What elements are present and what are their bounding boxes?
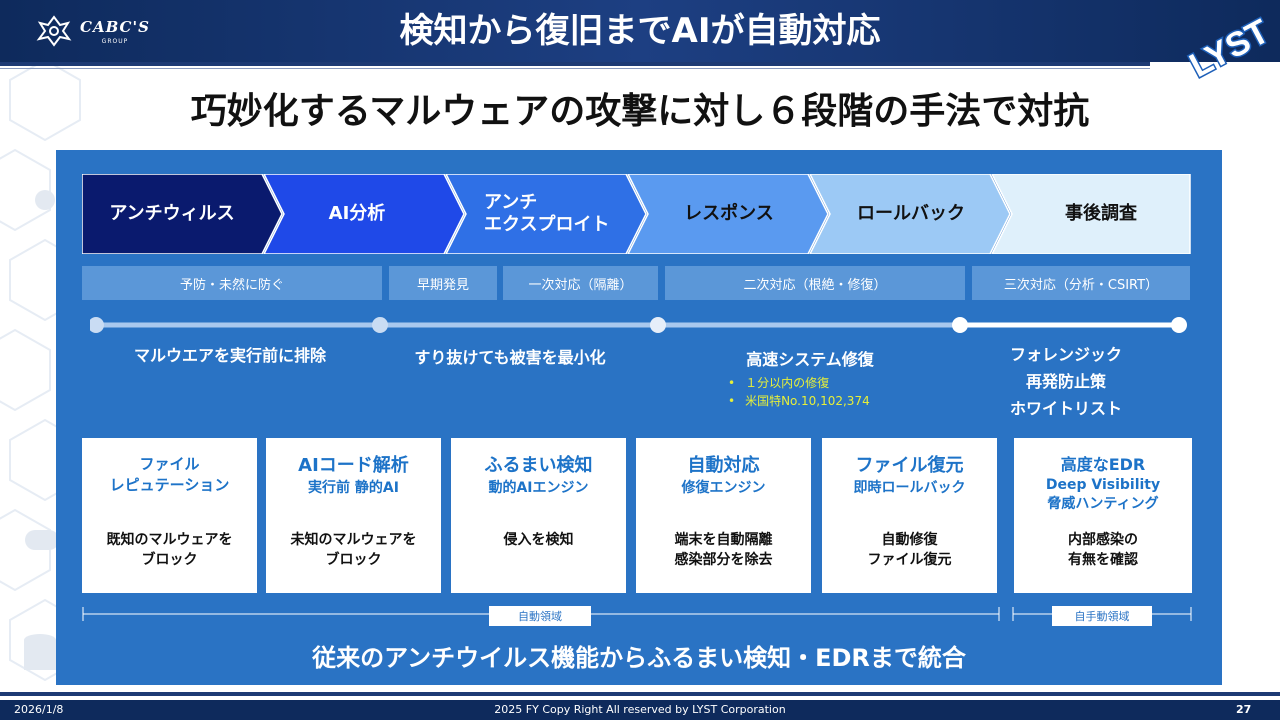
- card-ai-code-analysis: AIコード解析 実行前 静的AI 未知のマルウェアを ブロック: [266, 438, 441, 593]
- card-body: 既知のマルウェアを ブロック: [82, 530, 257, 570]
- page-number: 27: [1236, 703, 1252, 716]
- footer-date: 2026/1/8: [14, 703, 64, 716]
- stage-arrow-6: [991, 174, 1191, 254]
- card-title-sub: 実行前 静的AI: [308, 480, 399, 496]
- timeline-node-5: [1171, 317, 1187, 333]
- timeline-node-2: [372, 317, 388, 333]
- timeline-node-3: [650, 317, 666, 333]
- card-title-main: ふるまい検知: [484, 455, 593, 476]
- phase-prevention: 予防・未然に防ぐ: [82, 266, 382, 300]
- header-divider: [0, 62, 1150, 66]
- timeline-text-4-line: ホワイトリスト: [1009, 399, 1122, 418]
- card-body-line: 内部感染の: [1068, 532, 1138, 548]
- timeline-node-4: [952, 317, 968, 333]
- card-body-line: 既知のマルウェアを: [106, 532, 233, 548]
- card-title: 自動対応 修復エンジン: [636, 454, 811, 498]
- timeline-text-2: すり抜けても被害を最小化: [414, 348, 606, 367]
- card-body-line: ブロック: [325, 552, 382, 568]
- card-title-sub: 脅威ハンティング: [1047, 496, 1159, 512]
- card-body: 侵入を検知: [451, 530, 626, 550]
- dragon-icon: [36, 15, 72, 47]
- card-title-sub: 動的AIエンジン: [488, 480, 589, 496]
- stage-label-ai-analysis: AI分析: [328, 203, 386, 224]
- card-body-line: 端末を自動隔離: [674, 532, 773, 548]
- header-divider-thin: [0, 68, 1150, 69]
- page-title: 検知から復旧までAIが自動対応: [399, 11, 881, 51]
- timeline-text-1: マルウエアを実行前に排除: [133, 346, 326, 365]
- lyst-logo: LYST: [1182, 11, 1276, 87]
- footer-bar: 2026/1/8 2025 FY Copy Right All reserved…: [0, 700, 1280, 720]
- card-file-reputation: ファイル レピュテーション 既知のマルウェアを ブロック: [82, 438, 257, 593]
- timeline-text-4-line: 再発防止策: [1025, 372, 1106, 391]
- card-title: AIコード解析 実行前 静的AI: [266, 454, 441, 498]
- subtitle: 巧妙化するマルウェアの攻撃に対し６段階の手法で対抗: [190, 91, 1090, 132]
- card-title: ファイル レピュテーション: [82, 454, 257, 496]
- card-behavior-detection: ふるまい検知 動的AIエンジン 侵入を検知: [451, 438, 626, 593]
- phase-early-detection: 早期発見: [389, 266, 497, 300]
- summary-text: 従来のアンチウイルス機能からふるまい検知・EDRまで統合: [312, 644, 966, 672]
- stage-label-anti-exploit-2: エクスプロイト: [484, 214, 610, 235]
- stage-label-anti-exploit: アンチ エクスプロイト: [454, 174, 624, 254]
- card-body: 端末を自動隔離 感染部分を除去: [636, 530, 811, 570]
- card-body: 内部感染の 有無を確認: [1014, 530, 1192, 570]
- card-file-restore: ファイル復元 即時ロールバック 自動修復 ファイル復元: [822, 438, 997, 593]
- card-body-line: 侵入を検知: [503, 532, 574, 548]
- card-title: ふるまい検知 動的AIエンジン: [451, 454, 626, 498]
- card-body-line: 感染部分を除去: [674, 552, 773, 568]
- phase-tertiary-response: 三次対応（分析・CSIRT）: [972, 266, 1190, 300]
- timeline-text-4-line: フォレンジック: [1009, 345, 1122, 364]
- timeline-text-4: フォレンジック 再発防止策 ホワイトリスト: [966, 341, 1166, 422]
- card-title-line: レピュテーション: [109, 476, 230, 494]
- phase-primary-response: 一次対応（隔離）: [503, 266, 658, 300]
- logo-sub: GROUP: [101, 38, 129, 45]
- stage-label-post-investigation: 事後調査: [1065, 203, 1137, 224]
- card-advanced-edr: 高度なEDR Deep Visibility 脅威ハンティング 内部感染の 有無…: [1014, 438, 1192, 593]
- card-body: 自動修復 ファイル復元: [822, 530, 997, 570]
- company-logo: CABC'S GROUP: [34, 8, 174, 54]
- auto-area-tag: 自動領域: [489, 606, 591, 626]
- card-title: 高度なEDR Deep Visibility 脅威ハンティング: [1014, 454, 1192, 514]
- bullet-item: １分以内の修復: [728, 374, 870, 392]
- card-title-sub: 修復エンジン: [681, 480, 766, 496]
- stage-arrows: [82, 174, 1191, 254]
- card-title-main: ファイル復元: [855, 455, 964, 476]
- card-auto-response: 自動対応 修復エンジン 端末を自動隔離 感染部分を除去: [636, 438, 811, 593]
- card-body: 未知のマルウェアを ブロック: [266, 530, 441, 570]
- card-title-sub: Deep Visibility: [1045, 477, 1161, 493]
- stage-arrow-1: [82, 174, 283, 254]
- timeline-text-3: 高速システム修復: [746, 350, 874, 369]
- card-body-line: ファイル復元: [867, 552, 952, 568]
- lyst-logo-text: LYST: [1184, 12, 1276, 85]
- stage-arrow-3: [445, 174, 647, 254]
- timeline: [90, 317, 1187, 333]
- footer-divider: [0, 692, 1280, 696]
- card-title-main: AIコード解析: [298, 455, 409, 476]
- footer-copyright: 2025 FY Copy Right All reserved by LYST …: [494, 703, 786, 716]
- stage-arrow-5: [809, 174, 1011, 254]
- stage-label-response: レスポンス: [684, 203, 774, 224]
- card-title-line: ファイル: [139, 455, 200, 473]
- stage-label-antivirus: アンチウィルス: [109, 203, 235, 224]
- phase-secondary-response: 二次対応（根絶・修復）: [665, 266, 965, 300]
- repair-bullets: １分以内の修復 米国特No.10,102,374: [728, 374, 870, 410]
- card-title-main: 自動対応: [687, 455, 760, 476]
- stage-arrow-2: [263, 174, 465, 254]
- card-body-line: 未知のマルウェアを: [290, 532, 417, 548]
- manual-area-tag: 自手動領域: [1052, 606, 1152, 626]
- stage-label-anti-exploit-1: アンチ: [484, 192, 538, 213]
- bullet-item: 米国特No.10,102,374: [728, 392, 870, 410]
- card-body-line: ブロック: [141, 552, 198, 568]
- stage-label-rollback: ロールバック: [857, 203, 965, 224]
- timeline-node-1: [90, 317, 104, 333]
- card-body-line: 自動修復: [881, 532, 938, 548]
- card-body-line: 有無を確認: [1068, 552, 1138, 568]
- stage-arrow-4: [627, 174, 829, 254]
- card-title-sub: 即時ロールバック: [853, 480, 966, 496]
- logo-text: CABC'S: [80, 18, 150, 36]
- header-bar: [0, 0, 1280, 62]
- card-title: ファイル復元 即時ロールバック: [822, 454, 997, 498]
- card-title-main: 高度なEDR: [1060, 455, 1146, 474]
